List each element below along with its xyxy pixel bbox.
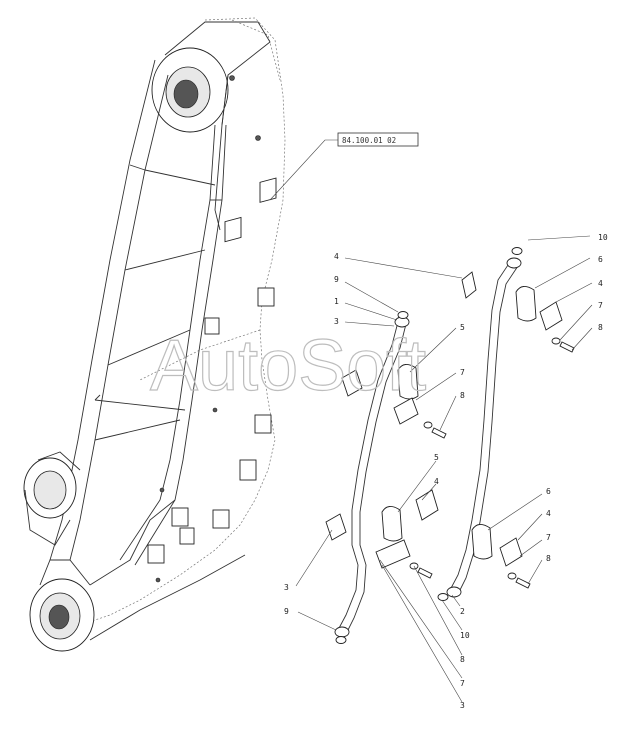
callout-10: 10: [598, 233, 608, 242]
callout-5: 5: [434, 453, 439, 462]
callout-7: 7: [460, 679, 465, 688]
callout-7: 7: [546, 533, 551, 542]
callout-5: 5: [460, 323, 465, 332]
reference-label: 84.100.01 02: [342, 136, 396, 145]
callout-4: 4: [546, 509, 551, 518]
boom-arm: [23, 17, 286, 652]
callout-3: 3: [334, 317, 339, 326]
callout-9: 9: [284, 607, 289, 616]
callout-4: 4: [598, 279, 603, 288]
watermark: AutoSoft: [150, 326, 426, 406]
callout-6: 6: [546, 487, 551, 496]
callout-8: 8: [598, 323, 603, 332]
reference-label-box: 84.100.01 02: [269, 132, 419, 201]
callout-6: 6: [598, 255, 603, 264]
callout-4: 4: [434, 477, 439, 486]
callouts: 10 4 9 1 3 5 7 8 6 4 7 8 5 4 6 4 7 8 3 9…: [284, 233, 608, 710]
callout-9: 9: [334, 275, 339, 284]
callout-3: 3: [460, 701, 465, 710]
callout-8: 8: [460, 655, 465, 664]
callout-1: 1: [334, 297, 339, 306]
callout-7: 7: [460, 368, 465, 377]
callout-2: 2: [460, 607, 465, 616]
arm-brackets: [147, 75, 277, 583]
callout-7: 7: [598, 301, 603, 310]
callout-8: 8: [460, 391, 465, 400]
callout-4: 4: [334, 252, 339, 261]
pipe-assembly: [295, 235, 593, 703]
callout-10: 10: [460, 631, 470, 640]
callout-3: 3: [284, 583, 289, 592]
callout-8: 8: [546, 554, 551, 563]
